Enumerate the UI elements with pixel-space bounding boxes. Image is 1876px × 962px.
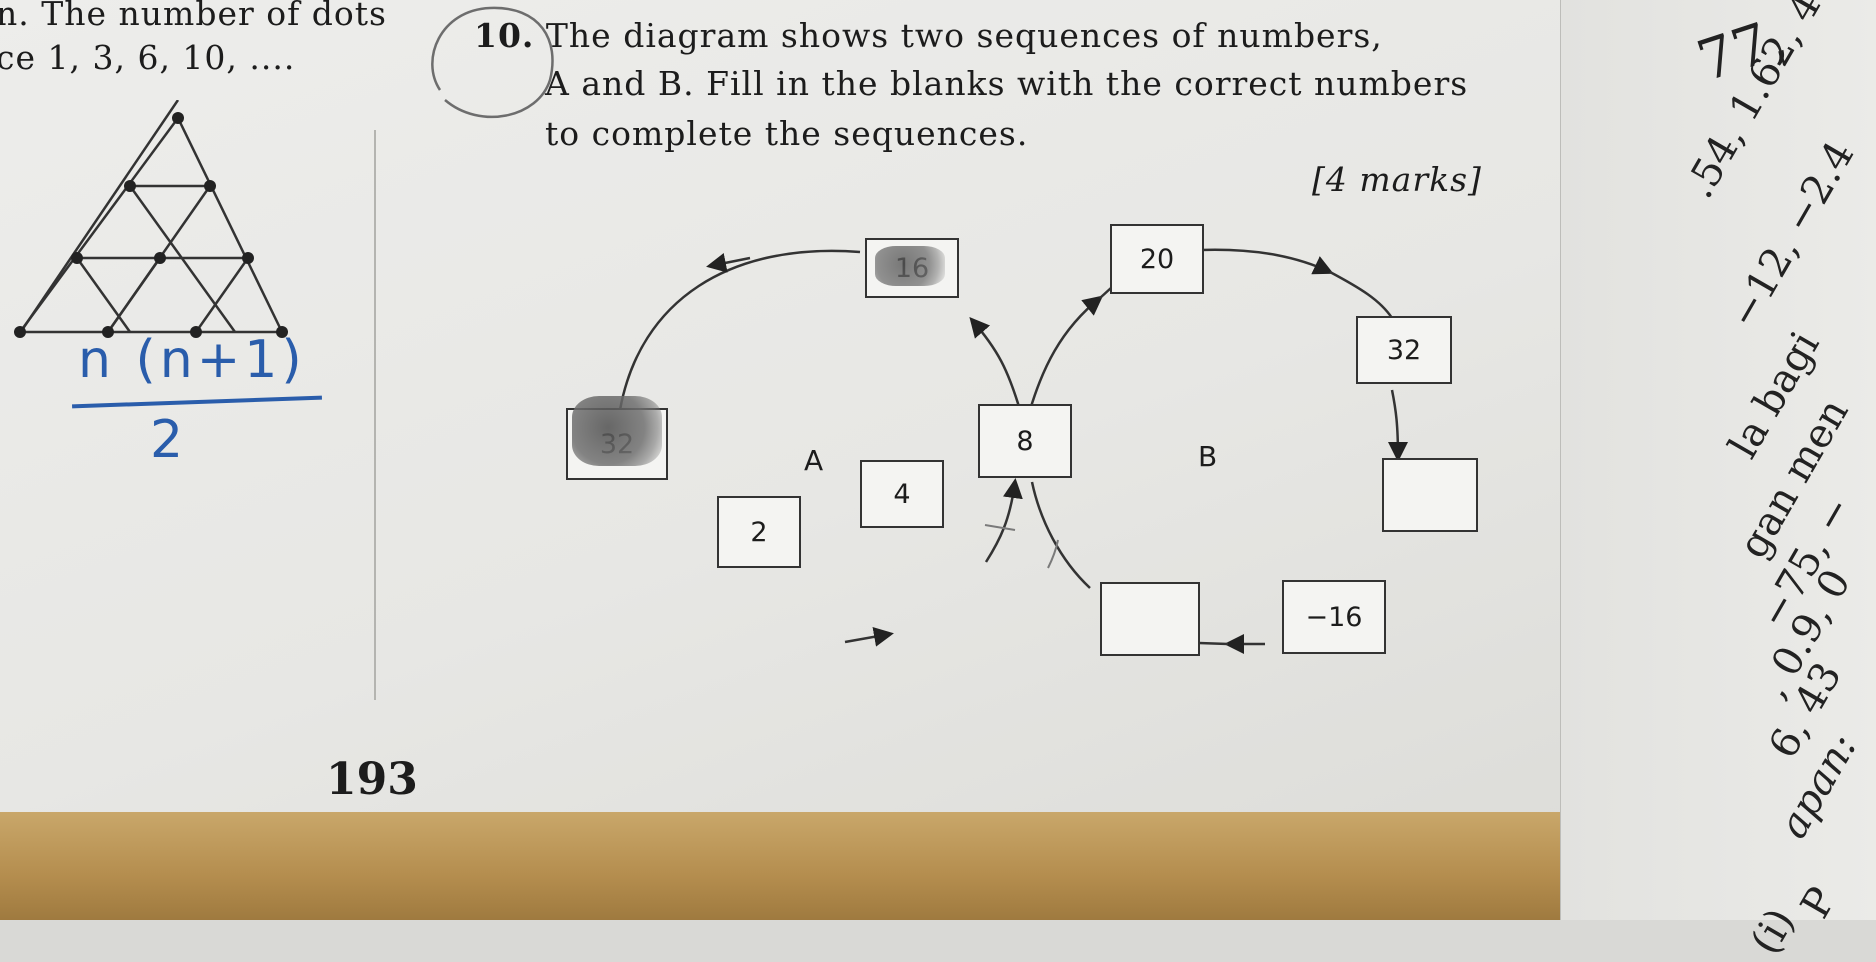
pencil-circle-mark: [431, 6, 554, 119]
triangle-dots: [14, 112, 288, 338]
box-b-bottom-right: −16: [1282, 580, 1386, 654]
curve-b-blank-to-8: [1030, 481, 1091, 589]
question-line2: A and B. Fill in the blanks with the cor…: [545, 64, 1469, 103]
question-line3: to complete the sequences.: [545, 114, 1029, 153]
previous-question-line1: n. The number of dots: [0, 0, 387, 33]
arc-b-20-to-32: [1329, 270, 1394, 319]
handwritten-numerator: n (n+1): [78, 330, 306, 390]
arrow-a-8-to-16: [969, 316, 1022, 411]
arrowhead-a-arc: [706, 253, 751, 273]
arrow-a-2-to-4: [844, 626, 894, 647]
previous-question-line2: ce 1, 3, 6, 10, ....: [0, 38, 296, 77]
box-a-second: 4: [860, 460, 944, 528]
question-number: 10.: [474, 16, 535, 55]
textbook-page: [0, 0, 1760, 820]
box-b-bottom-blank[interactable]: [1100, 582, 1200, 656]
question-text-line1: The diagram shows two sequences of numbe…: [545, 16, 1383, 55]
sequence-diagram: [618, 248, 1408, 654]
page-number: 193: [326, 754, 418, 805]
sequence-label-a: A: [804, 444, 824, 477]
question-line1: 10. The diagram shows two sequences of n…: [474, 16, 1383, 55]
arrow-b-32-to-blank: [1387, 389, 1408, 462]
pencil-scribble-16: [875, 246, 945, 286]
marks-label: [4 marks]: [1312, 160, 1482, 199]
box-b-top: 20: [1110, 224, 1204, 294]
arc-a-16-to-32: [618, 249, 861, 411]
pencil-scribble-32: [572, 396, 662, 466]
box-center: 8: [978, 404, 1072, 478]
page-column-divider: [374, 130, 376, 700]
right-page: [1560, 0, 1876, 920]
arrow-b-20-to-32: [1199, 248, 1334, 275]
arrow-a-4-to-8: [984, 478, 1023, 563]
triangle-lines: [18, 117, 284, 334]
box-b-blank[interactable]: [1382, 458, 1478, 532]
arrow-b-8-to-20: [1028, 295, 1104, 411]
pencil-marks: [984, 524, 1059, 569]
triangle-dots-figure: [14, 100, 288, 338]
box-b-second: 32: [1356, 316, 1452, 384]
sequence-label-b: B: [1198, 440, 1218, 473]
box-a-start: 2: [717, 496, 801, 568]
handwritten-denominator: 2: [150, 410, 184, 470]
